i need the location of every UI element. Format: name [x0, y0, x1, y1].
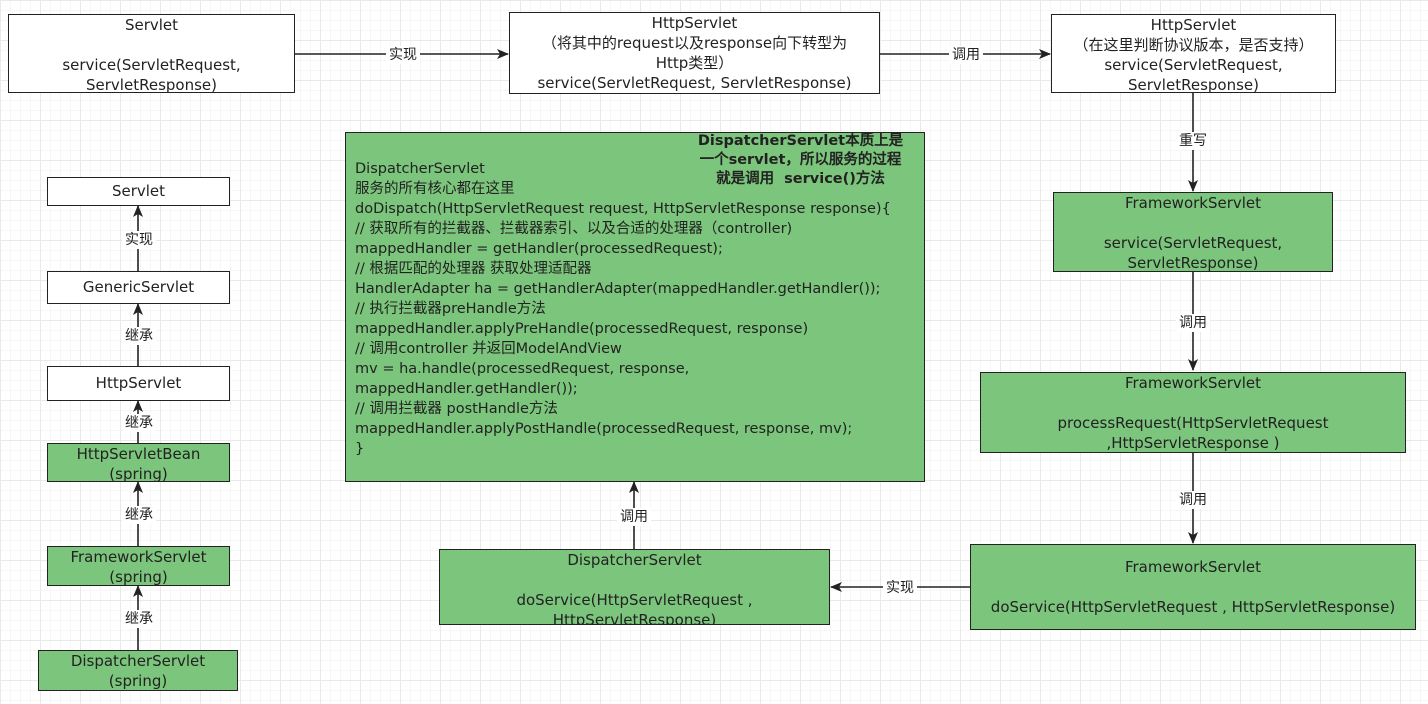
httpservlet-cast-node: HttpServlet （将其中的request以及response向下转型为 … — [509, 12, 880, 94]
label-inherit-2: 继承 — [122, 414, 156, 432]
framework-process-node: FrameworkServlet processRequest(HttpServ… — [980, 372, 1406, 453]
label-override: 重写 — [1176, 132, 1210, 150]
hierarchy-servlet: Servlet — [47, 177, 230, 206]
label-call-doservice: 调用 — [1176, 491, 1210, 509]
label-call-top: 调用 — [949, 46, 983, 64]
hierarchy-framework-servlet: FrameworkServlet (spring) — [47, 546, 230, 586]
hierarchy-dispatcher-servlet: DispatcherServlet (spring) — [38, 650, 238, 691]
framework-service-node: FrameworkServlet service(ServletRequest,… — [1053, 192, 1333, 272]
label-inherit-1: 继承 — [122, 327, 156, 345]
dispatch-note: DispatcherServlet本质上是 一个servlet，所以服务的过程 … — [697, 133, 904, 187]
dispatch-code-block: DispatcherServlet 服务的所有核心都在这里 doDispatch… — [345, 132, 925, 482]
label-call-dispatch: 调用 — [617, 508, 651, 526]
label-call-process: 调用 — [1176, 314, 1210, 332]
label-implement-top: 实现 — [386, 46, 420, 64]
hierarchy-generic-servlet: GenericServlet — [47, 271, 230, 304]
framework-doservice-node: FrameworkServlet doService(HttpServletRe… — [970, 544, 1416, 630]
httpservlet-version-node: HttpServlet （在这里判断协议版本，是否支持） service(Ser… — [1051, 14, 1336, 93]
label-inherit-4: 继承 — [122, 610, 156, 628]
label-inherit-3: 继承 — [122, 506, 156, 524]
dispatcher-doservice-node: DispatcherServlet doService(HttpServletR… — [439, 549, 830, 625]
hierarchy-http-servlet-bean: HttpServletBean (spring) — [47, 443, 230, 482]
label-implement-bottom: 实现 — [883, 579, 917, 597]
label-implement-hierarchy: 实现 — [122, 231, 156, 249]
hierarchy-http-servlet: HttpServlet — [47, 366, 230, 401]
servlet-service-node: Servlet service(ServletRequest, ServletR… — [8, 14, 295, 93]
